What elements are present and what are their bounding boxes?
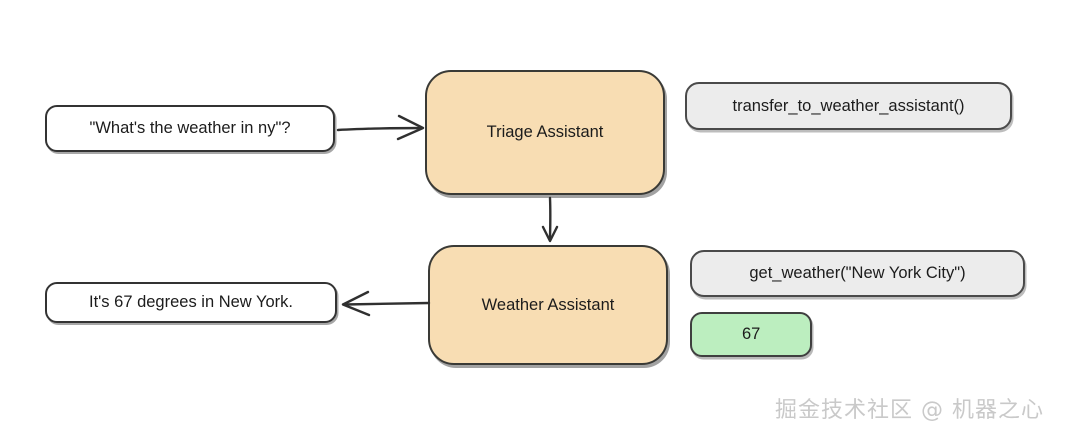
transfer-function-label: transfer_to_weather_assistant() bbox=[732, 96, 965, 115]
weather-assistant-label: Weather Assistant bbox=[481, 295, 615, 314]
edge-triage-to-weather-icon bbox=[541, 196, 559, 243]
get-weather-function-label: get_weather("New York City") bbox=[749, 264, 966, 283]
triage-assistant-label: Triage Assistant bbox=[486, 123, 604, 142]
triage-assistant-node: Triage Assistant bbox=[425, 70, 665, 195]
get-weather-function-chip: get_weather("New York City") bbox=[690, 250, 1025, 297]
user-query-bubble: "What's the weather in ny"? bbox=[45, 105, 335, 152]
tool-result-chip: 67 bbox=[690, 312, 812, 357]
transfer-function-chip: transfer_to_weather_assistant() bbox=[685, 82, 1012, 130]
edge-query-to-triage-icon bbox=[336, 114, 425, 141]
weather-assistant-node: Weather Assistant bbox=[428, 245, 668, 365]
edge-weather-to-reply-icon bbox=[341, 290, 431, 317]
assistant-reply-text: It's 67 degrees in New York. bbox=[88, 293, 294, 312]
watermark-text: 掘金技术社区 @ 机器之心 bbox=[775, 398, 1044, 423]
tool-result-value: 67 bbox=[742, 325, 761, 344]
assistant-reply-bubble: It's 67 degrees in New York. bbox=[45, 282, 337, 323]
user-query-text: "What's the weather in ny"? bbox=[89, 119, 291, 138]
